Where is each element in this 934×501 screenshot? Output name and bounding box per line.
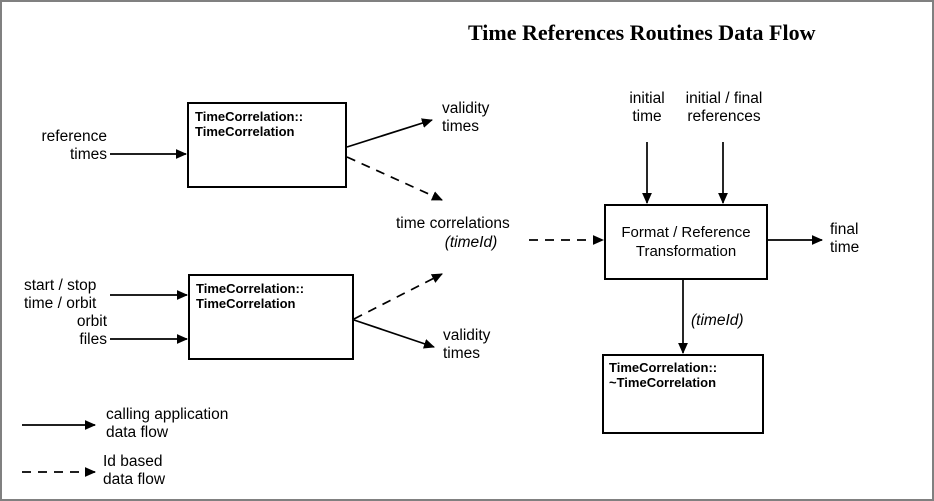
label-orbit-files: orbit files	[76, 313, 107, 348]
box-ctor-top-line1: TimeCorrelation::	[195, 109, 304, 124]
box-timecorrelation-dtor	[602, 354, 764, 434]
page-title: Time References Routines Data Flow	[468, 20, 816, 45]
arrow-validity-times-bottom	[353, 319, 435, 349]
arrow-time-correlations-bottom	[353, 273, 443, 320]
label-initial-time: initial time	[629, 90, 665, 125]
box-timecorrelation-ctor-bottom	[188, 274, 354, 360]
legend-label-solid: calling application data flow	[106, 406, 229, 441]
label-dtor-timeid: (timeId)	[691, 312, 744, 329]
label-initial-final-references: initial / final references	[685, 90, 763, 125]
box-ctor-bottom-line2: TimeCorrelation	[196, 296, 296, 311]
arrow-time-correlations-top	[346, 156, 443, 201]
box-ctor-bottom-line1: TimeCorrelation::	[196, 281, 305, 296]
box-format-reference-transformation	[604, 204, 768, 280]
box-format-line2: Transformation	[635, 243, 737, 260]
label-validity-times-top: validity times	[442, 100, 490, 135]
label-start-stop-time-orbit: start / stop time / orbit	[24, 277, 97, 312]
box-format-line1: Format / Reference	[621, 224, 751, 241]
box-dtor-line1: TimeCorrelation::	[609, 360, 718, 375]
box-timecorrelation-ctor-top	[187, 102, 347, 188]
label-final-time: final time	[830, 221, 860, 256]
label-time-correlations: time correlations	[396, 215, 510, 232]
label-time-correlations-timeid: (timeId)	[444, 234, 498, 251]
box-ctor-top-line2: TimeCorrelation	[195, 124, 295, 139]
label-validity-times-bottom: validity times	[443, 327, 491, 362]
legend-label-dashed: Id based data flow	[103, 453, 166, 488]
arrow-validity-times-top	[346, 118, 433, 148]
label-reference-times: reference times	[41, 128, 107, 163]
box-dtor-line2: ~TimeCorrelation	[609, 375, 717, 390]
